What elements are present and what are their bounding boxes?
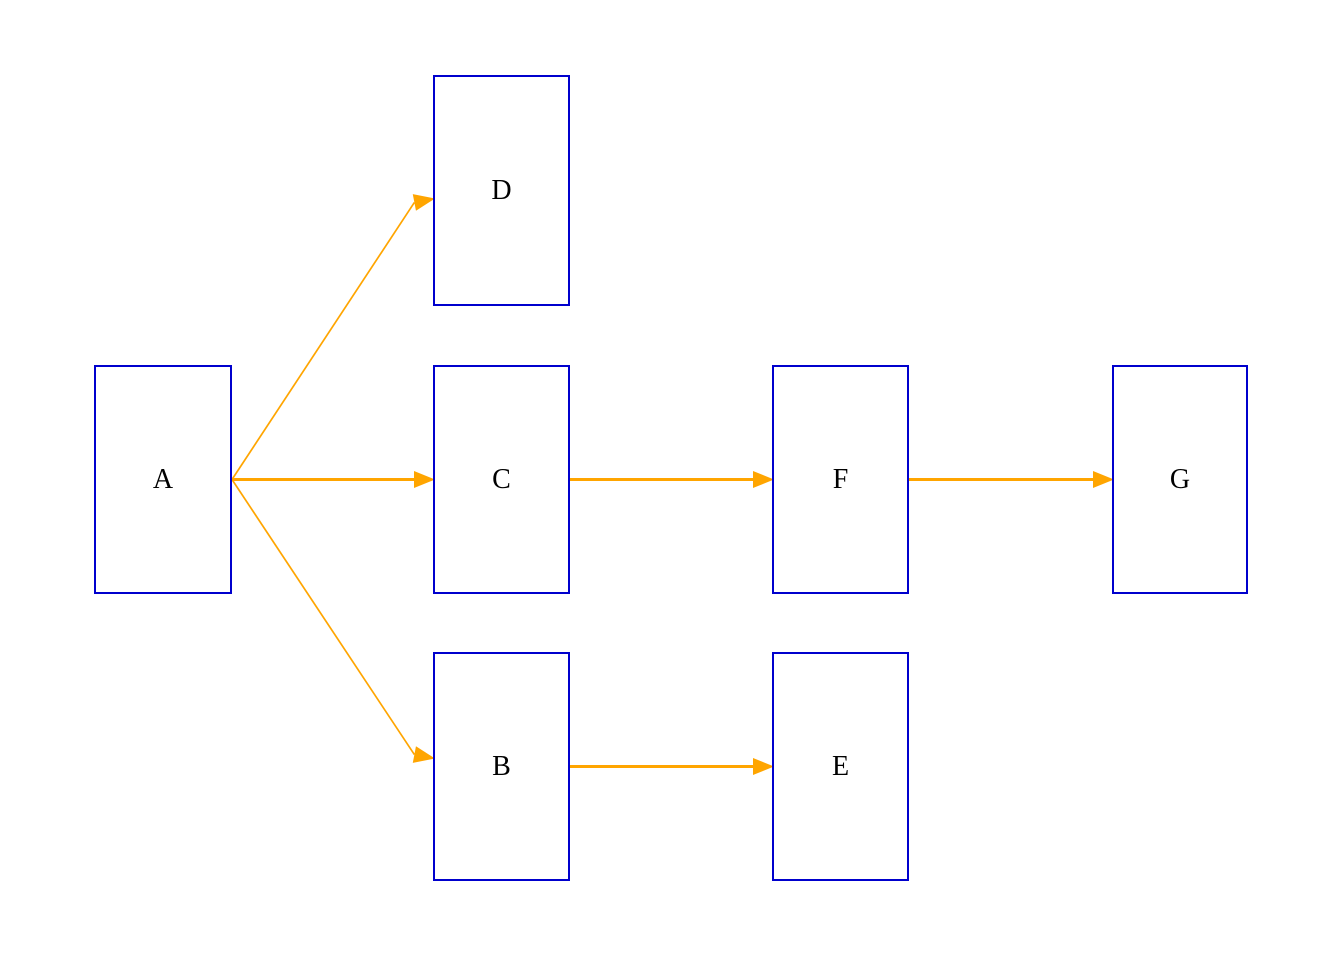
edge-C-F <box>570 471 774 488</box>
arrowhead-icon <box>753 758 774 775</box>
node-label-B: B <box>492 750 511 782</box>
node-label-C: C <box>492 463 511 495</box>
edge-line-A-B <box>231 479 416 756</box>
node-label-E: E <box>831 750 850 782</box>
node-label-D: D <box>491 174 512 206</box>
edge-F-G <box>909 471 1114 488</box>
node-D: D <box>433 75 570 306</box>
edge-A-C <box>232 471 435 488</box>
edge-A-D <box>231 194 435 480</box>
node-A: A <box>94 365 232 594</box>
node-label-F: F <box>832 463 849 495</box>
node-label-G: G <box>1169 463 1191 495</box>
arrowhead-icon <box>753 471 774 488</box>
node-E: E <box>772 652 909 881</box>
node-label-A: A <box>152 463 174 495</box>
node-C: C <box>433 365 570 594</box>
edge-line-A-D <box>231 201 416 480</box>
node-F: F <box>772 365 909 594</box>
arrowhead-icon <box>414 471 435 488</box>
arrowhead-icon <box>412 746 435 763</box>
node-B: B <box>433 652 570 881</box>
arrowhead-icon <box>412 194 435 211</box>
arrowhead-icon <box>1093 471 1114 488</box>
edge-A-B <box>231 479 435 763</box>
edge-B-E <box>570 758 774 775</box>
node-G: G <box>1112 365 1248 594</box>
